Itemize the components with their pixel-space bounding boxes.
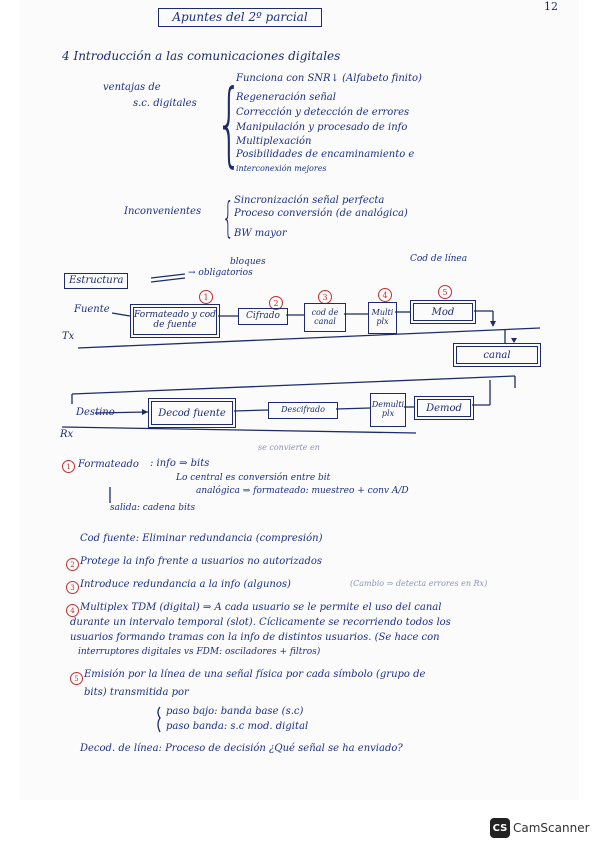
- note-1-line-2: Lo central es conversión entre bit: [176, 473, 331, 483]
- note-5-line-2: bits) transmitida por: [84, 687, 189, 698]
- note-number-4: 4: [66, 604, 79, 617]
- cod-linea-note: Cod de línea: [410, 254, 468, 264]
- tx-label: Tx: [62, 331, 75, 342]
- demultiplex-block: Demulti plx: [370, 393, 406, 427]
- note-1-line-3: analógica ⇒ formateado: muestreo + conv …: [196, 486, 409, 496]
- small-note: se convierte en: [258, 443, 320, 452]
- cod-canal-block: cod de canal: [304, 303, 346, 332]
- note-1-title: Formateado: [78, 459, 139, 470]
- section-heading: 4 Introducción a las comunicaciones digi…: [62, 49, 341, 63]
- note-3-faint: (Cambio ⇒ detecta errores en Rx): [350, 579, 488, 588]
- destino-label: Destino: [76, 407, 115, 418]
- note-4-line-1: Multiplex TDM (digital) ⇒ A cada usuario…: [80, 602, 442, 613]
- note-number-5: 5: [70, 672, 83, 685]
- ventaja-item: interconexión mejores: [236, 164, 327, 173]
- bloques-note: bloques: [230, 257, 266, 267]
- ventaja-item: Manipulación y procesado de info: [236, 122, 408, 133]
- ventajas-label-2: s.c. digitales: [133, 98, 197, 109]
- note-4-line-2: durante un intervalo temporal (slot). Cí…: [70, 617, 451, 628]
- canal-block: canal: [453, 343, 541, 367]
- cod-fuente-note: Cod fuente: Eliminar redundancia (compre…: [80, 533, 323, 544]
- descifrado-block: Descifrado: [268, 402, 338, 419]
- ventajas-brace: {: [216, 70, 243, 177]
- note-5-line-1: Emisión por la línea de una señal física…: [84, 669, 426, 680]
- rx-label: Rx: [60, 429, 74, 440]
- ventajas-label-1: ventajas de: [103, 82, 161, 93]
- demod-block: Demod: [414, 396, 474, 420]
- note-number-3: 3: [66, 581, 79, 594]
- note-number-2: 2: [66, 558, 79, 571]
- block-number-2: 2: [269, 296, 283, 310]
- note-number-1: 1: [62, 460, 75, 473]
- inconveniente-item: BW mayor: [234, 228, 287, 239]
- inconveniente-item: Sincronización señal perfecta: [234, 195, 385, 206]
- ventaja-item: Regeneración señal: [236, 92, 336, 103]
- decod-linea-note: Decod. de línea: Proceso de decisión ¿Qu…: [80, 743, 403, 754]
- ventaja-item: Corrección y detección de errores: [236, 107, 410, 118]
- note-5-paso-bajo: paso bajo: banda base (s.c): [166, 706, 304, 717]
- page-title: Apuntes del 2º parcial: [158, 8, 322, 27]
- camscanner-watermark: CamScanner: [513, 821, 590, 835]
- formateado-block: Formateado y cod de fuente: [130, 304, 220, 338]
- scanned-page: [20, 0, 579, 800]
- inconvenientes-brace: {: [222, 193, 235, 242]
- fuente-label: Fuente: [74, 304, 110, 315]
- ventaja-item: Funciona con SNR↓ (Alfabeto finito): [236, 73, 422, 84]
- note-5-paso-banda: paso banda: s.c mod. digital: [166, 721, 309, 732]
- page-number: 12: [544, 0, 558, 13]
- note-3: Introduce redundancia a la info (algunos…: [80, 579, 291, 590]
- estructura-label: Estructura: [64, 273, 129, 289]
- decod-fuente-block: Decod fuente: [148, 398, 236, 428]
- note-4-line-3: usuarios formando tramas con la info de …: [70, 632, 440, 643]
- block-number-1: 1: [199, 290, 213, 304]
- inconveniente-item: Proceso conversión (de analógica): [234, 208, 408, 219]
- camscanner-logo-icon: CS: [490, 818, 510, 838]
- obligatorios-note: → obligatorios: [188, 268, 253, 278]
- note-1-line-1: : info ⇒ bits: [150, 458, 210, 469]
- note-1-line-4: salida: cadena bits: [110, 503, 196, 513]
- ventaja-item: Posibilidades de encaminamiento e: [236, 149, 415, 160]
- cifrado-block: Cifrado: [238, 308, 288, 325]
- note-4-line-4: interruptores digitales vs FDM: oscilado…: [78, 647, 321, 657]
- block-number-4: 4: [378, 288, 392, 302]
- multiplex-block: Multi plx: [368, 302, 397, 334]
- block-number-5: 5: [438, 285, 452, 299]
- ventaja-item: Multiplexación: [236, 136, 312, 147]
- note-2: Protege la info frente a usuarios no aut…: [80, 556, 323, 567]
- block-number-3: 3: [318, 290, 332, 304]
- inconvenientes-label: Inconvenientes: [124, 206, 202, 217]
- mod-block: Mod: [410, 300, 476, 324]
